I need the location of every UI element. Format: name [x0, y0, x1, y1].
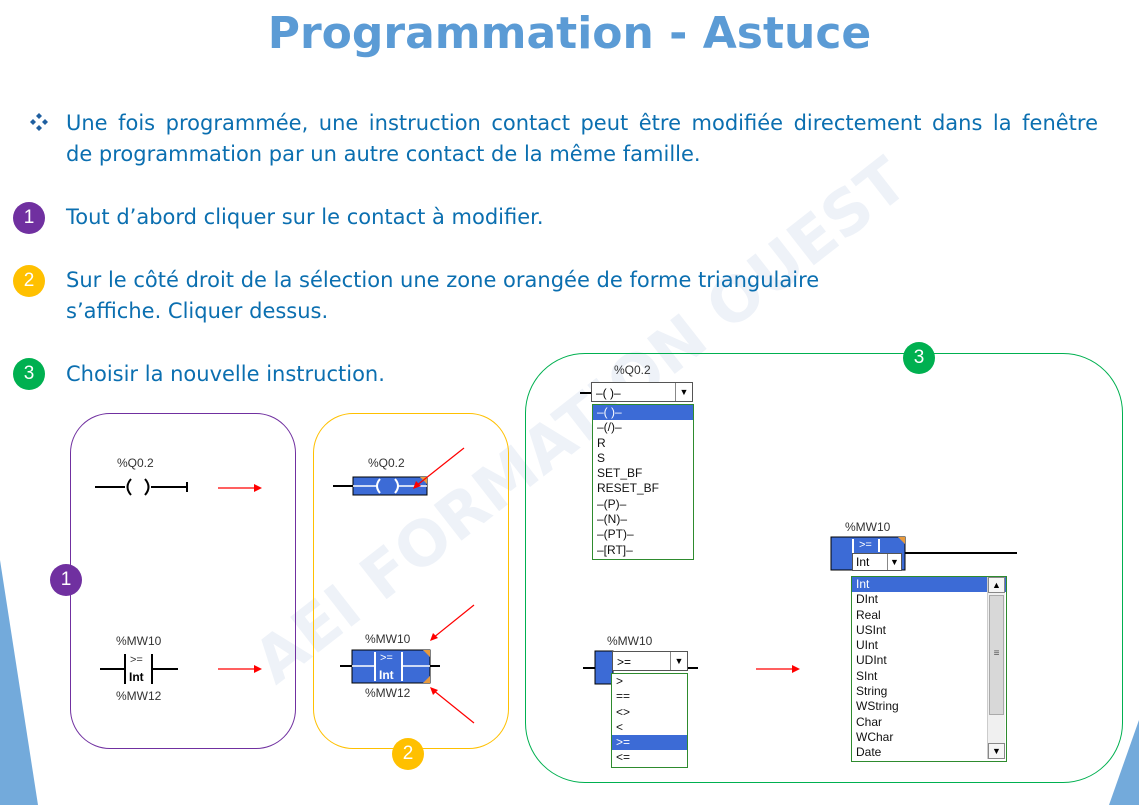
type-dropdown[interactable]: Int ▼ — [852, 553, 902, 571]
dropdown-coil-label: %Q0.2 — [614, 363, 651, 377]
type-option[interactable]: WChar — [856, 729, 894, 744]
compare-operator: >= — [130, 654, 143, 666]
selected-compare-operator: >= — [380, 652, 393, 664]
coil-option[interactable]: –(/)– — [597, 420, 622, 435]
coil-symbol[interactable] — [95, 477, 195, 497]
compare-operator-dropdown[interactable]: >= ▼ — [612, 651, 688, 671]
scroll-up-icon[interactable]: ▲ — [988, 577, 1005, 593]
chevron-down-icon[interactable]: ▼ — [670, 652, 687, 670]
red-arrow-icon — [756, 665, 800, 673]
selected-compare-bottom-label: %MW12 — [365, 686, 411, 700]
step-badge-3: 3 — [13, 358, 45, 390]
selected-compare-top-label: %MW10 — [365, 632, 411, 646]
coil-option[interactable]: SET_BF — [597, 466, 643, 481]
compare-option[interactable]: <= — [616, 750, 631, 765]
panel-1 — [70, 413, 296, 749]
coil-option[interactable]: –(N)– — [597, 512, 628, 527]
type-option[interactable]: UInt — [856, 638, 879, 653]
compare-type: Int — [129, 670, 144, 684]
coil-option[interactable]: RESET_BF — [597, 481, 660, 496]
compare-option[interactable]: == — [616, 689, 631, 704]
type-option[interactable]: DInt — [856, 592, 879, 607]
step-text-1: Tout d’abord cliquer sur le contact à mo… — [66, 205, 544, 229]
compare-option[interactable]: > — [616, 674, 624, 688]
coil-option[interactable]: –( )– — [593, 405, 693, 421]
red-arrow-icon — [218, 665, 262, 673]
compare-option[interactable]: < — [616, 719, 624, 734]
selected-coil-label: %Q0.2 — [368, 456, 405, 470]
panel-3-badge: 3 — [903, 342, 935, 374]
type-option[interactable]: Real — [856, 607, 881, 622]
step-text-2b: s’affiche. Cliquer dessus. — [66, 299, 329, 323]
type-operator: >= — [859, 539, 872, 551]
compare-top-label: %MW10 — [116, 634, 162, 648]
dropdown-compare-label: %MW10 — [607, 634, 653, 648]
red-arrow-icon — [218, 484, 262, 492]
coil-dropdown-value: –( )– — [596, 386, 621, 400]
compare-contact-symbol[interactable] — [100, 652, 180, 688]
type-option[interactable]: WString — [856, 699, 899, 714]
type-option[interactable]: Date — [856, 745, 882, 760]
right-corner-decoration — [1109, 720, 1139, 805]
coil-option[interactable]: –(P)– — [597, 496, 627, 511]
compare-dropdown-value: >= — [617, 655, 632, 669]
chevron-down-icon[interactable]: ▼ — [887, 554, 901, 570]
red-pointer-arrow-icon — [413, 447, 465, 489]
page-title: Programmation - Astuce — [267, 8, 872, 59]
selected-compare-symbol[interactable] — [340, 649, 440, 685]
compare-option[interactable]: <> — [616, 704, 631, 719]
coil-option[interactable]: –(PT)– — [597, 527, 634, 542]
scroll-down-icon[interactable]: ▼ — [988, 743, 1005, 759]
step-badge-2: 2 — [13, 265, 45, 297]
step-text-2a: Sur le côté droit de la sélection une zo… — [66, 268, 820, 292]
left-corner-decoration — [0, 560, 38, 805]
type-list-scrollbar[interactable]: ▲ ≡ ▼ — [987, 577, 1005, 759]
intro-line-2: de programmation par un autre contact de… — [66, 142, 701, 166]
coil-option[interactable]: –[RT]– — [597, 542, 633, 557]
scroll-thumb[interactable]: ≡ — [989, 595, 1004, 715]
type-option[interactable]: SInt — [856, 668, 878, 683]
panel-1-badge: 1 — [50, 564, 82, 596]
type-option[interactable]: Char — [856, 714, 883, 729]
coil-rung-line — [580, 392, 592, 394]
type-dropdown-value: Int — [856, 555, 870, 569]
panel-2-badge: 2 — [392, 738, 424, 770]
dropdown-type-label: %MW10 — [845, 520, 891, 534]
compare-options-list[interactable]: >==<><>=<= — [611, 673, 688, 768]
step-text-3: Choisir la nouvelle instruction. — [66, 362, 385, 386]
panel-3 — [525, 353, 1123, 783]
coil-option[interactable]: R — [597, 435, 606, 450]
intro-line-1: Une fois programmée, une instruction con… — [66, 111, 1098, 135]
type-option[interactable]: UDInt — [856, 653, 887, 668]
coil-label: %Q0.2 — [117, 456, 154, 470]
selected-compare-type: Int — [379, 668, 394, 682]
compare-bottom-label: %MW12 — [116, 689, 162, 703]
step-badge-1: 1 — [13, 202, 45, 234]
red-pointer-arrow-icon — [430, 604, 475, 641]
chevron-down-icon[interactable]: ▼ — [675, 383, 692, 401]
coil-option[interactable]: S — [597, 450, 606, 465]
four-diamond-bullet-icon — [30, 113, 48, 131]
type-option[interactable]: USInt — [856, 622, 887, 637]
coil-instruction-dropdown[interactable]: –( )– ▼ — [591, 382, 693, 402]
selected-coil-symbol[interactable] — [333, 476, 433, 496]
compare-option[interactable]: >= — [612, 735, 687, 751]
type-option[interactable]: Int — [852, 577, 1006, 593]
type-option[interactable]: String — [856, 684, 888, 699]
red-pointer-arrow-icon — [430, 687, 475, 724]
